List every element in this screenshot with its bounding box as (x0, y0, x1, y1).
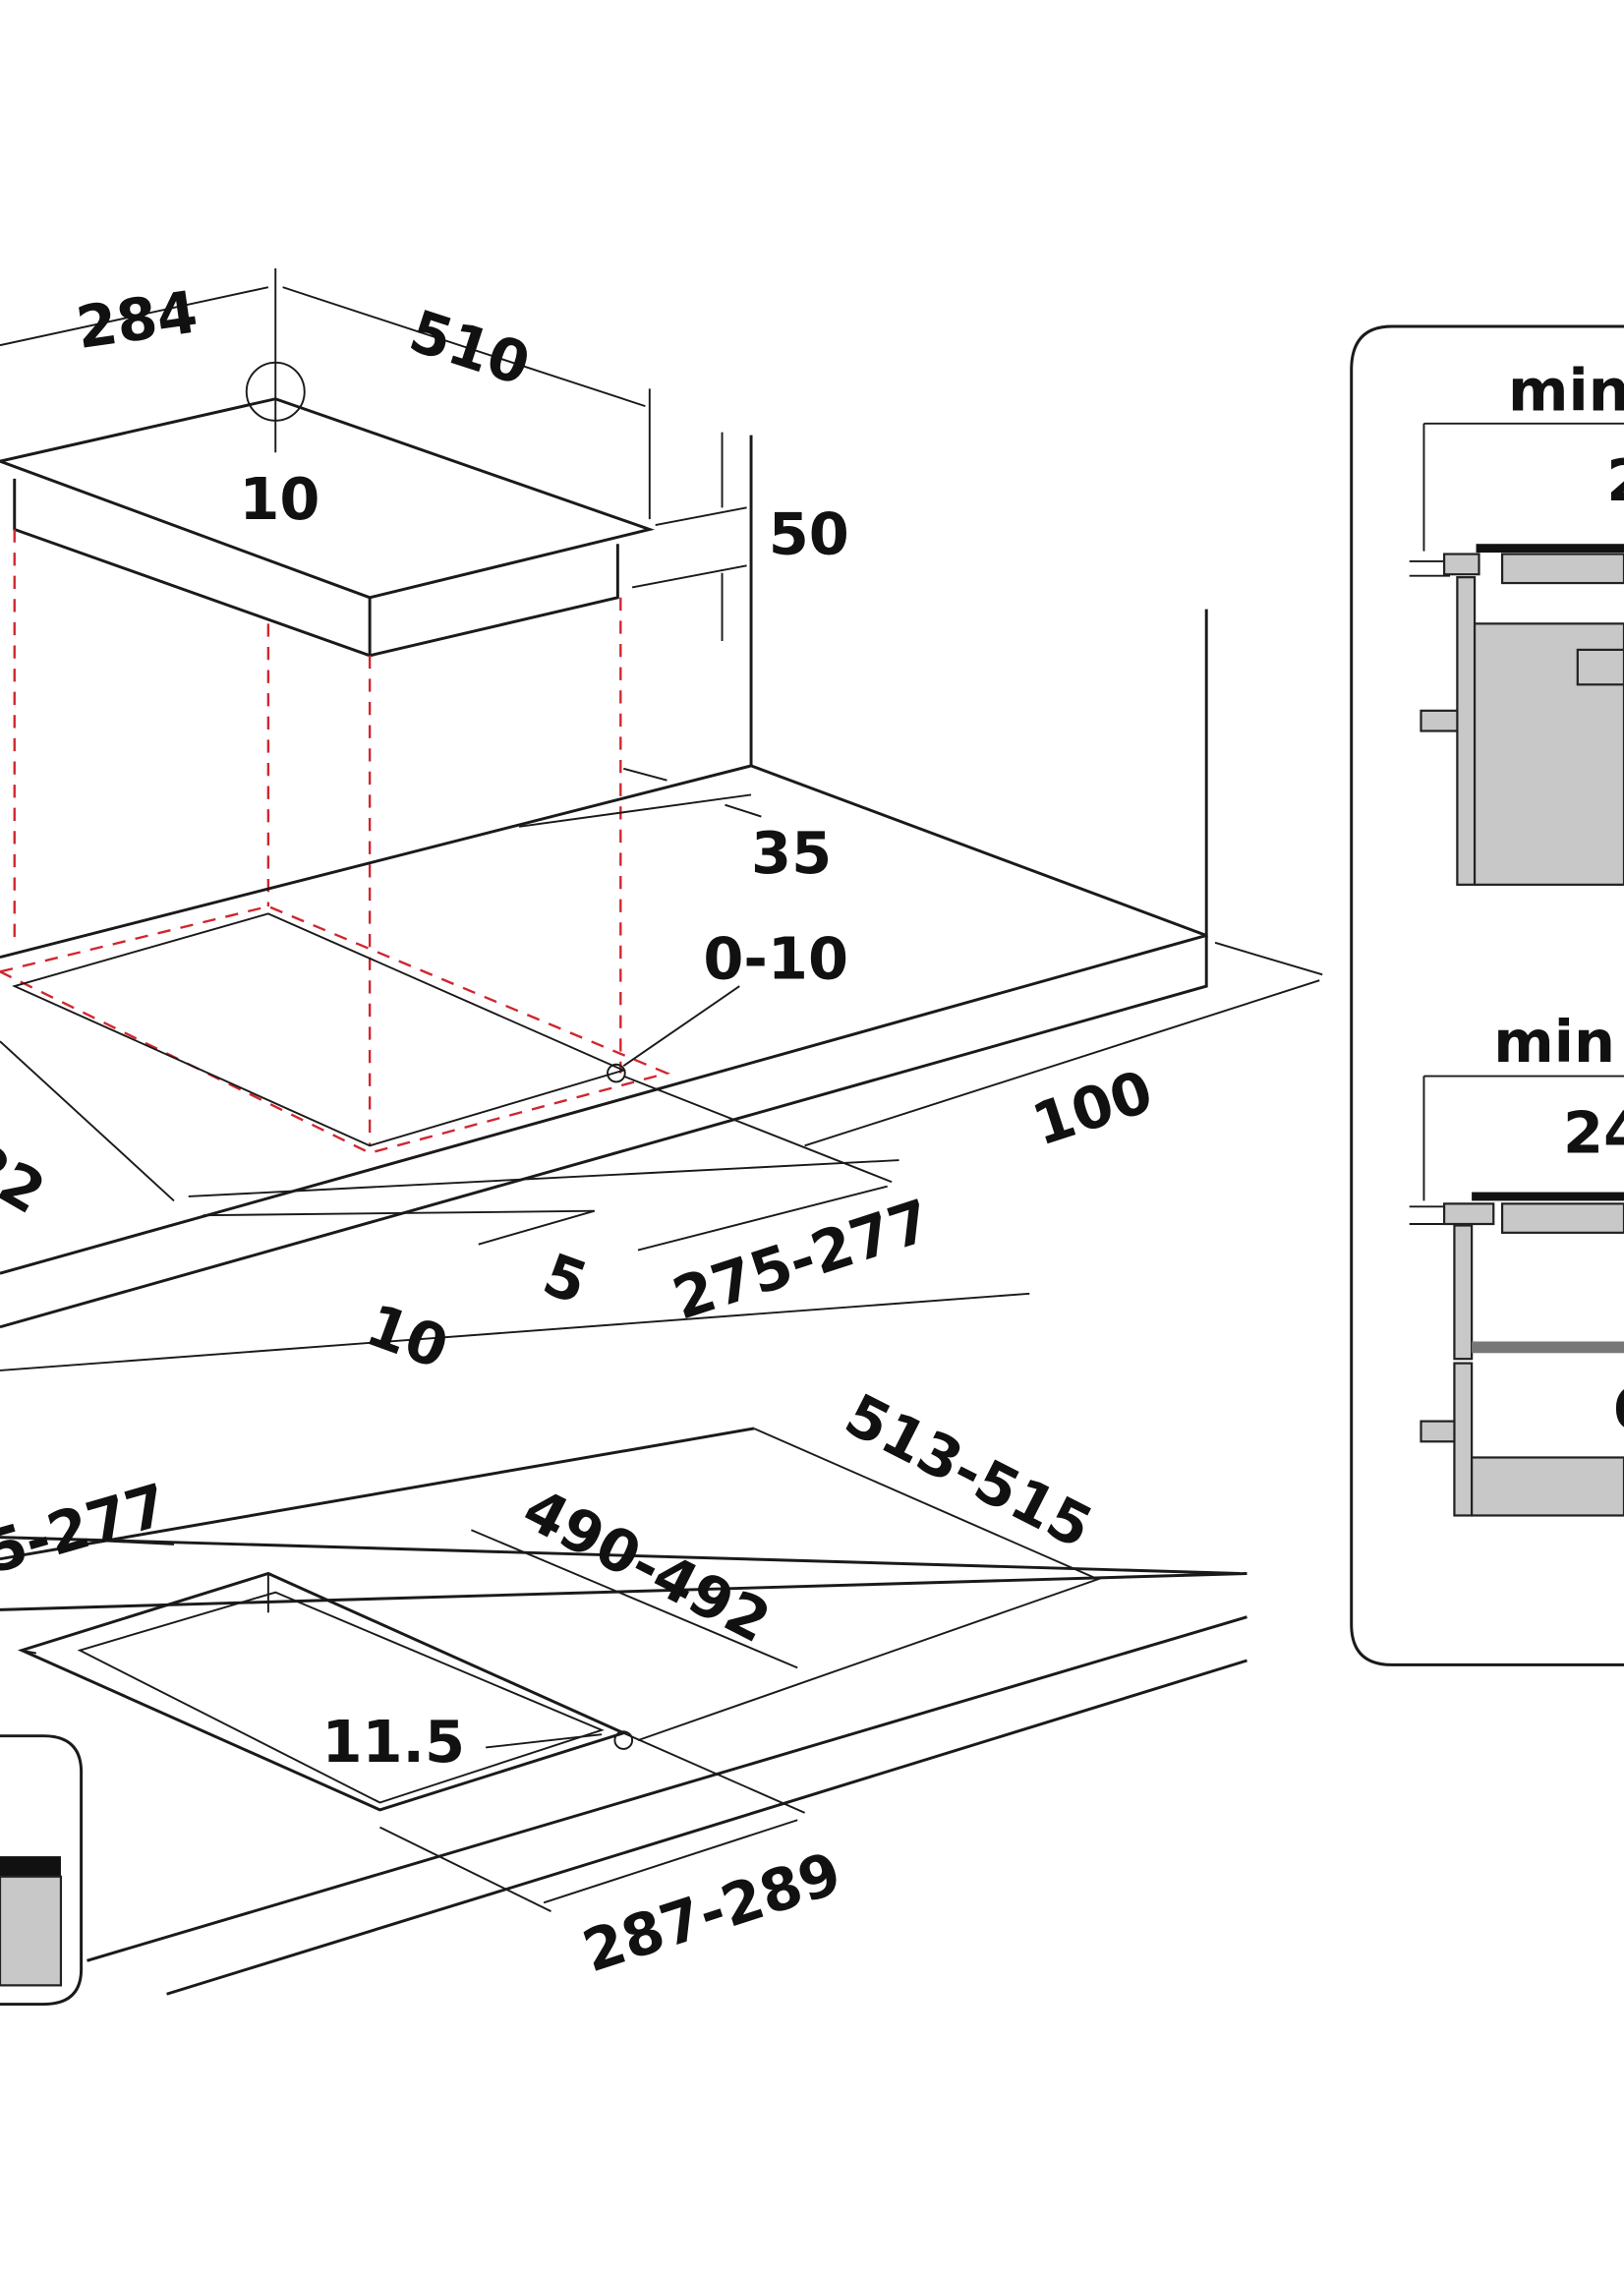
label-corner-10: 10 (239, 465, 319, 533)
label-min-top-value: 2 (1606, 446, 1624, 514)
label-depth-284: 284 (72, 277, 202, 361)
inset-box-right (1350, 324, 1624, 1666)
label-outer-513-515: 513-515 (835, 1380, 1103, 1561)
label-edge-5: 5 (535, 1240, 596, 1317)
inset-box-bottom-left (0, 1734, 84, 2007)
label-depth-partial-5-277: 5-277 (0, 1471, 175, 1587)
dimension-labels: 284 510 10 50 35 0-10 100 22 10 5 275-27… (0, 277, 1624, 1985)
label-height-50: 50 (769, 500, 849, 568)
worktop-drawing (0, 435, 1323, 1371)
flush-cutout-drawing (0, 1427, 1247, 1996)
label-side-100: 100 (1024, 1057, 1160, 1159)
label-rebate-11-5: 11.5 (321, 1708, 465, 1776)
label-bottom-extra: 6 (1612, 1374, 1624, 1442)
label-outer-287-289: 287-289 (575, 1838, 849, 1985)
label-min-bottom-value: 24 (1563, 1099, 1624, 1167)
label-min-top: min (1508, 357, 1624, 425)
hidden-projection-lines (0, 529, 671, 1154)
label-front-22: 22 (0, 1128, 56, 1227)
label-width-510: 510 (402, 297, 538, 399)
label-min-bottom: min (1493, 1008, 1615, 1076)
label-gap-0-10: 0-10 (703, 925, 848, 993)
label-front-10: 10 (358, 1291, 457, 1382)
hob-drawing (0, 267, 747, 658)
label-rear-35: 35 (751, 819, 832, 887)
